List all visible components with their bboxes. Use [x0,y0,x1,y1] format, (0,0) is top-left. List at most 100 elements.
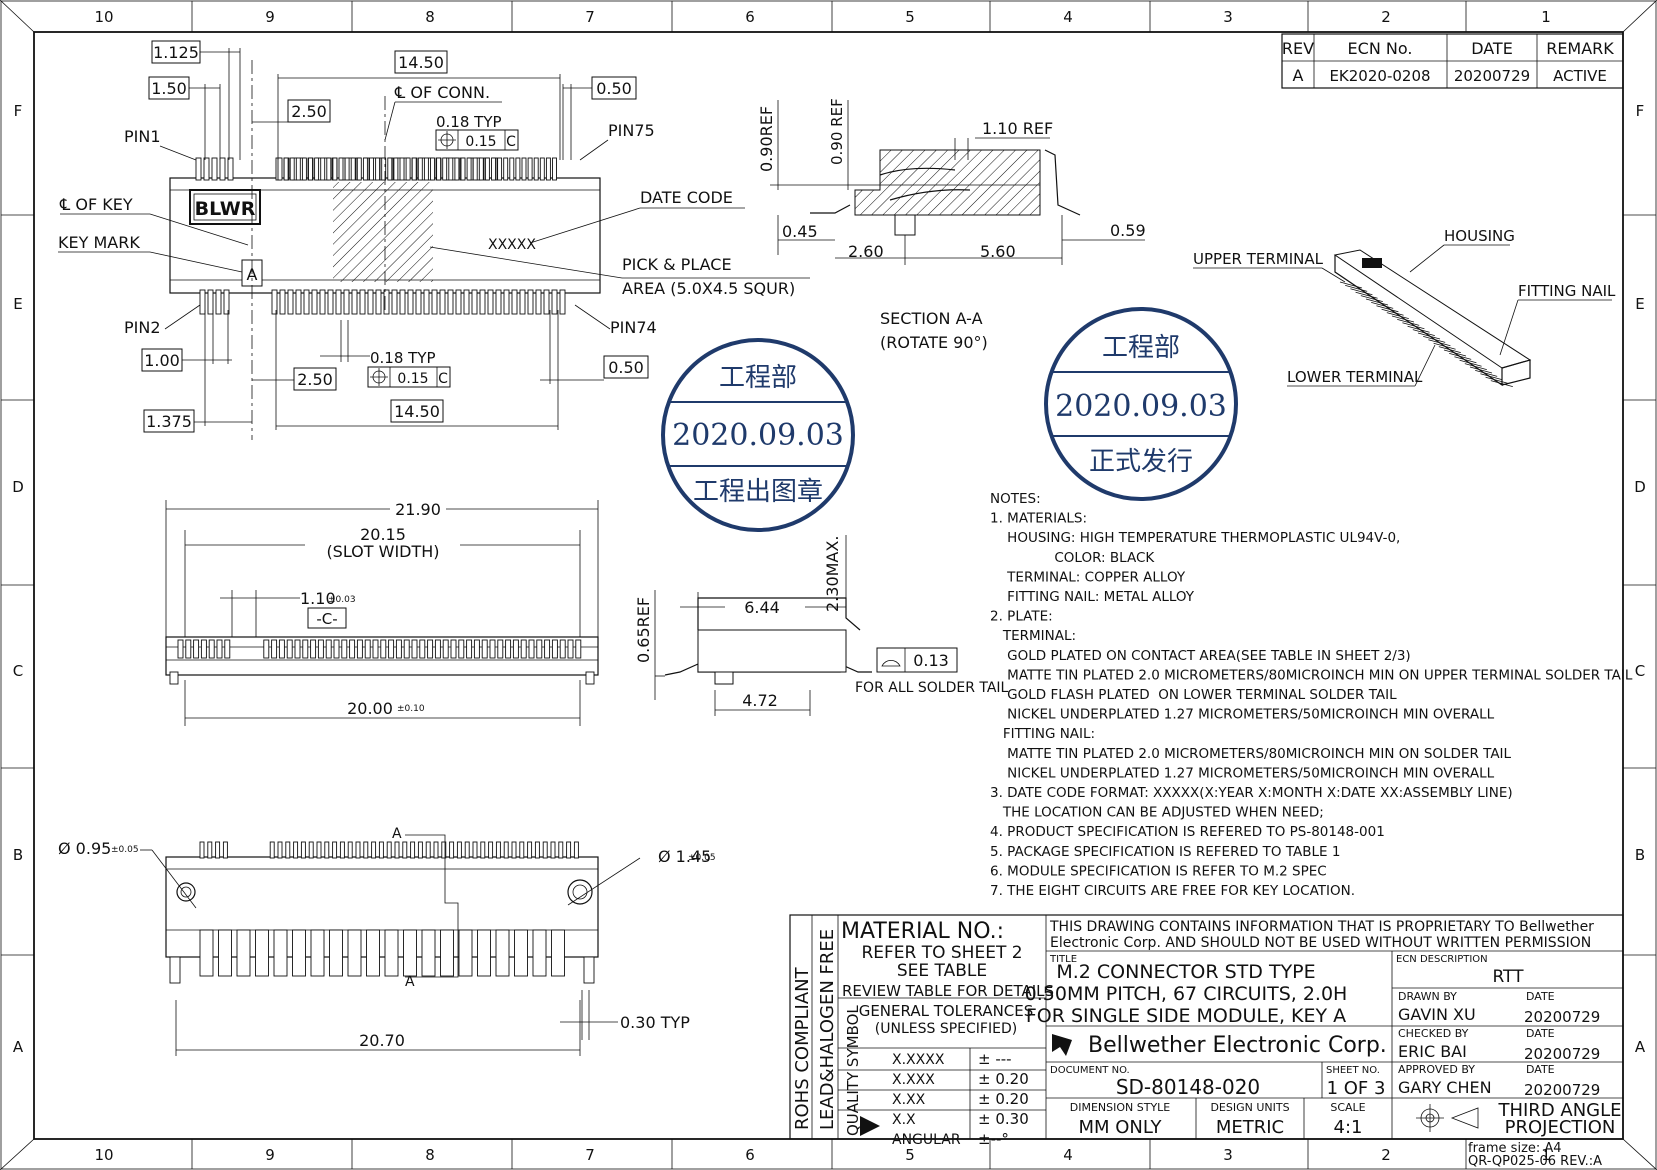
stamp2-top: 工程部 [1102,333,1180,363]
cl-of-conn: ℄ OF CONN. [394,83,490,102]
pin [423,157,429,181]
hole-left-dim: Ø 0.95 [58,839,111,858]
iso-pin [1407,325,1430,333]
pin [551,639,558,659]
dim-059: 0.59 [1110,221,1146,240]
pin [224,639,231,659]
note-line: MATTE TIN PLATED 2.0 MICROMETERS/80MICRO… [990,746,1512,762]
pin [559,639,566,659]
dim-050-bottom: 0.50 [608,358,644,377]
approved-by-label: APPROVED BY [1398,1063,1475,1076]
pin [386,841,392,859]
title-block: ROHS COMPLIANT LEAD&HALOGEN FREE QUALITY… [789,914,1624,1169]
grid-col-bottom: 5 [905,1146,915,1164]
datum-c-bottom: C [438,371,448,387]
pin [211,157,218,181]
projection: PROJECTION [1505,1117,1616,1138]
pin [383,289,390,315]
pin [314,157,320,181]
note-line: TERMINAL: COPPER ALLOY [990,569,1186,585]
dim-2000: 20.00 [347,699,393,718]
solder-tail [329,929,343,977]
company-logo-icon [1052,1034,1072,1056]
tolerance-key: X.XX [892,1092,926,1108]
drawing-title-2: 0.50MM PITCH, 67 CIRCUITS, 2.0H [1025,983,1348,1005]
dim-style-label: DIMENSION STYLE [1070,1101,1171,1114]
pin [455,289,462,315]
tolerance-value: ±--° [978,1130,1009,1148]
pin [439,289,446,315]
pin [521,157,527,181]
pin [481,639,488,659]
hole-left-tol: ±0.05 [111,845,139,855]
tolerance-key: X.X [892,1112,916,1128]
grid-col-top: 10 [94,8,113,26]
lead-halogen-free: LEAD&HALOGEN FREE [817,929,838,1130]
dim-1375: 1.375 [146,412,192,431]
bottom-pins-tail [169,929,595,984]
dim-260: 2.60 [848,242,884,261]
design-units: METRIC [1216,1117,1284,1138]
pin [199,841,205,859]
dim-250-top: 2.50 [291,102,327,121]
pin [419,639,426,659]
pin [295,157,301,181]
pin [287,289,294,315]
see-table: SEE TABLE [897,961,987,981]
pin [367,289,374,315]
note-line: 5. PACKAGE SPECIFICATION IS REFERED TO T… [990,844,1340,860]
pin [372,639,379,659]
iso-pin [1454,356,1477,364]
dim-2015: 20.15 [360,525,406,544]
iso-pin [1376,305,1399,313]
general-tolerances: GENERAL TOLERANCES [859,1002,1034,1020]
drawn-by-label: DRAWN BY [1398,990,1457,1003]
datum-c-top: C [506,134,516,150]
pin [533,157,539,181]
iso-pin [1365,298,1389,306]
pin2-label: PIN2 [124,318,161,337]
pin [519,289,526,315]
document-number: SD-80148-020 [1116,1075,1260,1099]
pin [487,289,494,315]
pin [223,289,230,315]
top-pins-lower [199,289,566,315]
scale: 4:1 [1334,1117,1363,1138]
ecn-value: EK2020-0208 [1329,67,1430,85]
pin [472,157,478,181]
proprietary-line-2: Electronic Corp. AND SHOULD NOT BE USED … [1050,935,1591,951]
pin [464,841,470,859]
grid-col-top: 4 [1063,8,1073,26]
note-line: 6. MODULE SPECIFICATION IS REFER TO M.2 … [990,863,1327,879]
pin [417,157,423,181]
grid-row-left: F [14,102,23,120]
pin [511,841,517,859]
fitting-nail [585,671,595,685]
pin [350,157,356,181]
dim-045: 0.45 [782,222,818,241]
iso-pin [1350,288,1373,296]
logo-text: BLWR [195,198,256,220]
pin [528,639,535,659]
pin [442,157,448,181]
pin [310,639,317,659]
side-view: 6.44 2.30MAX. 0.65REF 4.72 0.13 FOR ALL … [634,535,1009,716]
pin [332,157,338,181]
stamp-engineering-release-2: 工程部 2020.09.03 正式发行 [1044,307,1238,501]
pin [278,639,285,659]
pin [359,289,366,315]
dim-090ref-left: 0.90REF [757,106,776,172]
fitting-nail [583,956,595,984]
pin [403,639,410,659]
pin [193,639,200,659]
grid-col-bottom: 1 [1541,1146,1551,1164]
pin [567,639,574,659]
drawing-title-1: M.2 CONNECTOR STD TYPE [1056,961,1315,983]
pin [436,157,442,181]
approved-date: 20200729 [1524,1081,1600,1099]
iso-pin [1360,295,1383,302]
pin [434,639,441,659]
pin [341,639,348,659]
pin [375,157,381,181]
grid-col-bottom: 10 [94,1146,113,1164]
